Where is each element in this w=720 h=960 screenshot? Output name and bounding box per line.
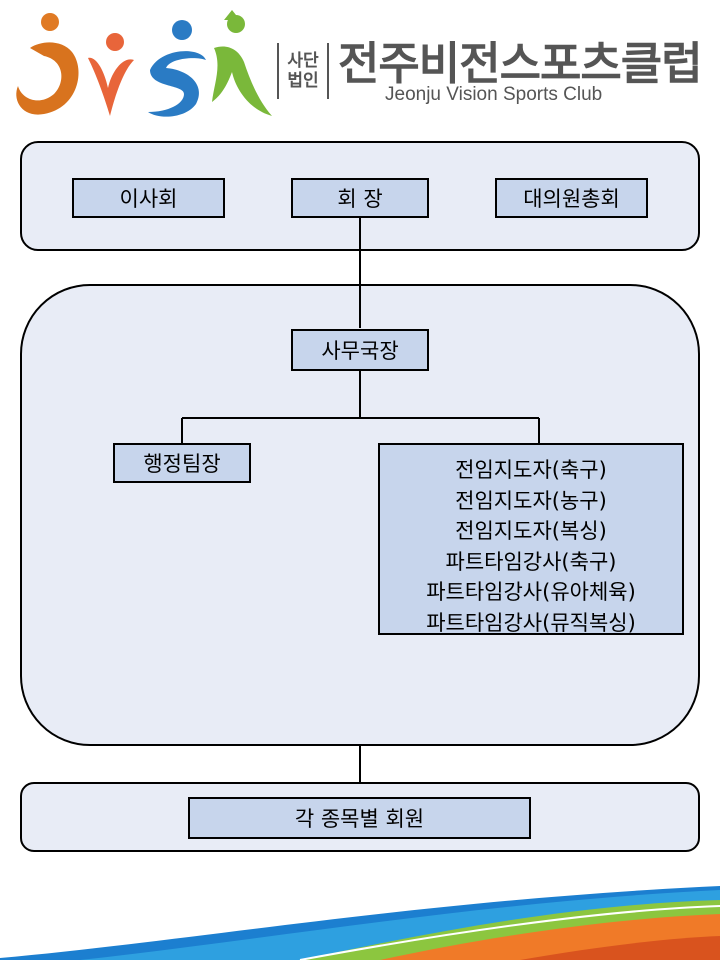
staff-item: 파트타임강사(축구): [445, 549, 617, 574]
logo-badge-line1: 사단: [287, 51, 319, 71]
assembly-node: 대의원총회: [495, 178, 648, 218]
staff-item: 파트타임강사(유아체육): [426, 580, 636, 604]
members-node: 각 종목별 회원: [188, 797, 531, 839]
logo-badge-line2: 법인: [287, 71, 319, 91]
decorative-wave-icon: [0, 886, 720, 960]
secretary-general-node: 사무국장: [291, 329, 429, 371]
club-emblem-icon: [16, 10, 272, 117]
admin-lead-node: 행정팀장: [113, 443, 251, 483]
staff-item: 파트타임강사(뮤직복싱): [426, 610, 636, 635]
staff-item: 전임지도자(축구): [455, 458, 607, 482]
board-node: 이사회: [72, 178, 225, 218]
staff-node: 전임지도자(축구) 전임지도자(농구) 전임지도자(복싱) 파트타임강사(축구)…: [378, 443, 684, 635]
staff-item: 전임지도자(농구): [455, 488, 607, 513]
logo-name: 전주비전스포츠클럽: [338, 37, 703, 90]
logo-subtitle: Jeonju Vision Sports Club: [385, 84, 603, 105]
club-logo: 사단 법인 전주비전스포츠클럽 Jeonju Vision Sports Clu…: [0, 0, 720, 130]
chairman-node: 회 장: [291, 178, 429, 218]
logo-badge: 사단 법인: [277, 43, 329, 99]
staff-item: 전임지도자(복싱): [455, 519, 607, 543]
